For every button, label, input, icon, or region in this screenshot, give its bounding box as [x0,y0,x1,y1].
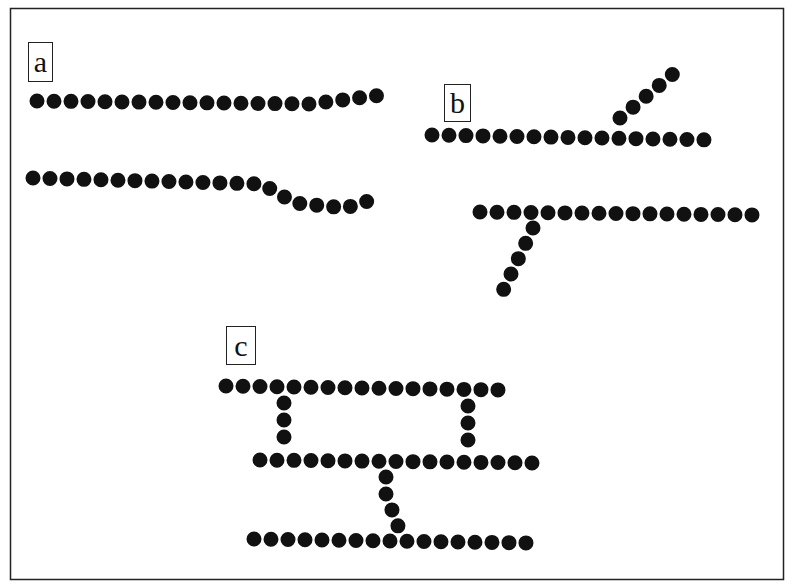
panel-label-box: a [28,42,53,82]
crosslink [461,406,476,448]
panel-label-box: c [226,326,256,365]
crosslinked-chain [226,386,506,390]
crosslinked-chain [260,460,538,463]
panel-label-box: b [444,84,471,122]
chain-branch [500,228,533,297]
panel-label: a [34,47,47,77]
panel-label: b [450,88,465,118]
crosslink [277,403,292,445]
crosslinked-chain [254,539,532,543]
panel-label: c [234,331,247,361]
monomer-chains [33,69,759,543]
linear-chain [33,178,382,208]
crosslink [386,477,398,526]
branched-chain [432,135,712,140]
frame [11,9,784,580]
chain-branch [620,69,679,118]
branched-chain [480,212,759,215]
linear-chain [37,94,390,104]
